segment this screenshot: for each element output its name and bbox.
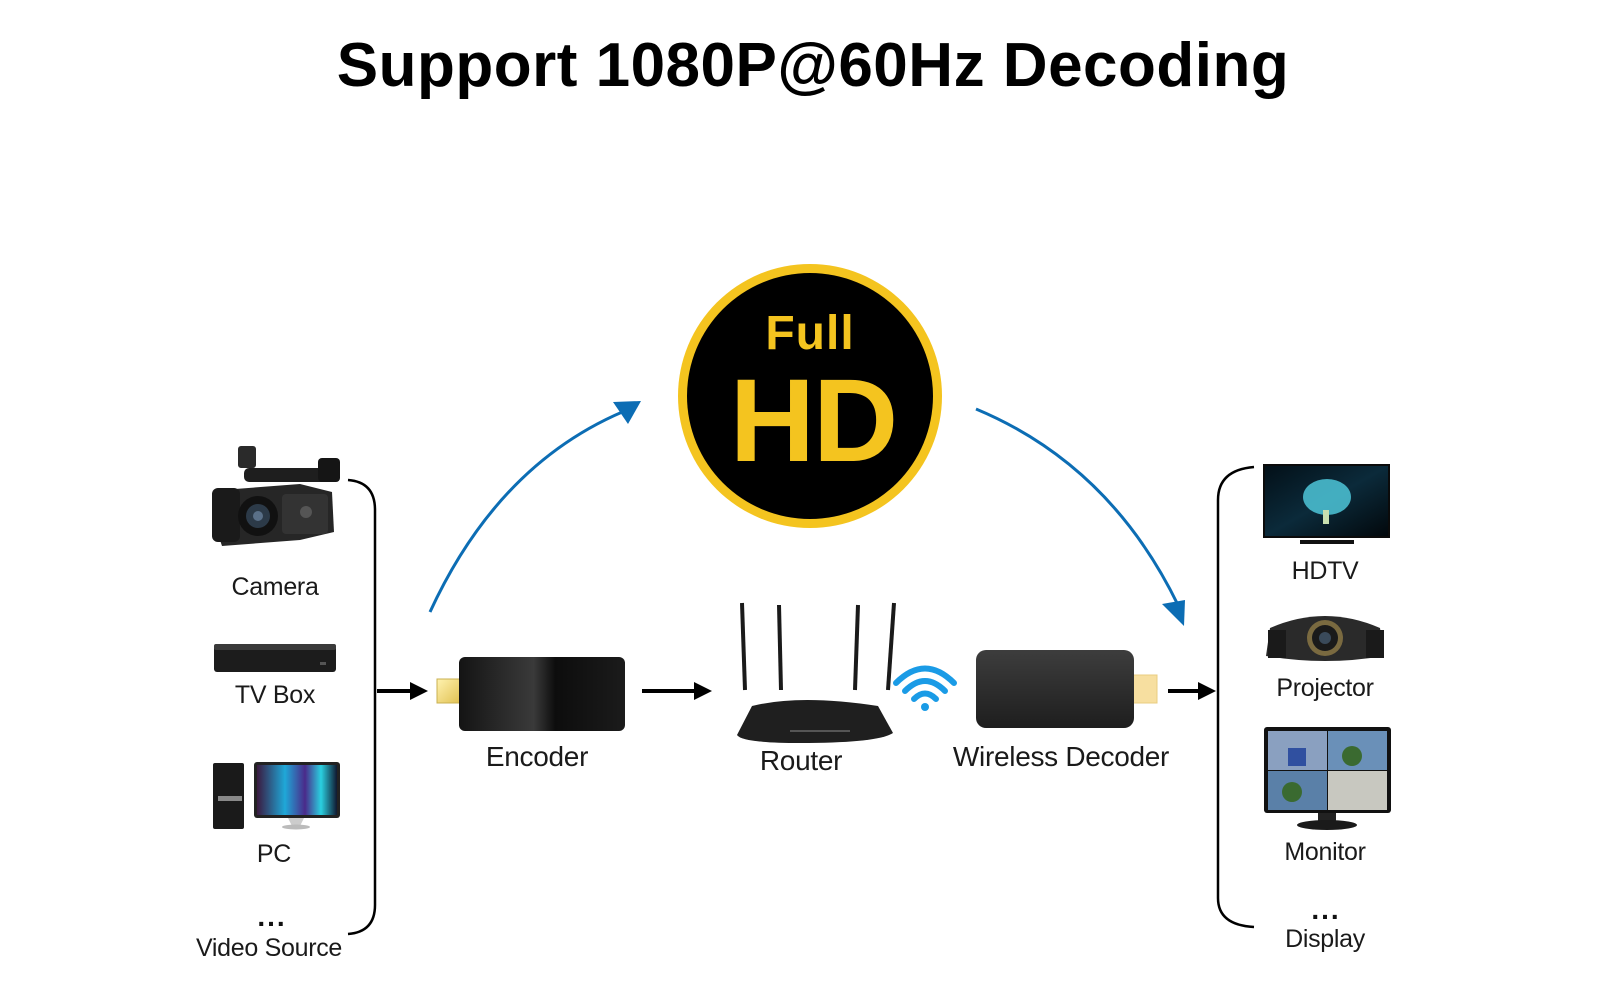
projector-icon [1266,616,1384,661]
display-label-hdtv: HDTV [1291,557,1359,585]
monitor-icon [1264,727,1391,830]
source-bracket [347,478,377,936]
badge-full-text: Full [765,307,855,360]
source-label-pc: PC [256,840,292,868]
set-top-box-icon [214,644,336,672]
display-label-projector: Projector [1276,674,1374,702]
display-label-monitor: Monitor [1284,838,1366,866]
badge-hd-text: HD [729,355,898,487]
flow-arrow-down [975,407,1180,606]
source-label-camera: Camera [231,573,319,601]
hdtv-icon [1263,464,1390,544]
flow-arrowhead-up [613,401,641,424]
router-label: Router [759,745,843,776]
page-title: Support 1080P@60Hz Decoding [336,31,1290,100]
encoder-label: Encoder [485,741,589,772]
source-label-tv-box: TV Box [234,681,316,709]
arrow-encoder-to-router [642,682,712,700]
source-group-label: Video Source [195,934,343,962]
hdmi-encoder-icon [436,657,625,731]
arrow-decoder-to-display [1168,682,1216,700]
flow-arrowhead-down [1162,600,1185,626]
wifi-router-icon [737,602,896,743]
display-group-label: Display [1285,925,1365,953]
flow-arrow-up [428,406,633,613]
badge-fill [687,273,933,519]
desktop-pc-icon [213,762,340,830]
source-more-dots: ... [257,901,287,932]
decoder-label: Wireless Decoder [952,741,1170,772]
display-bracket [1216,465,1255,929]
camcorder-icon [212,446,340,546]
arrow-source-to-encoder [377,682,428,700]
hdmi-decoder-icon [976,650,1158,728]
display-more-dots: ... [1311,894,1341,925]
wifi-signal-icon [893,665,957,711]
full-hd-badge [678,264,942,528]
